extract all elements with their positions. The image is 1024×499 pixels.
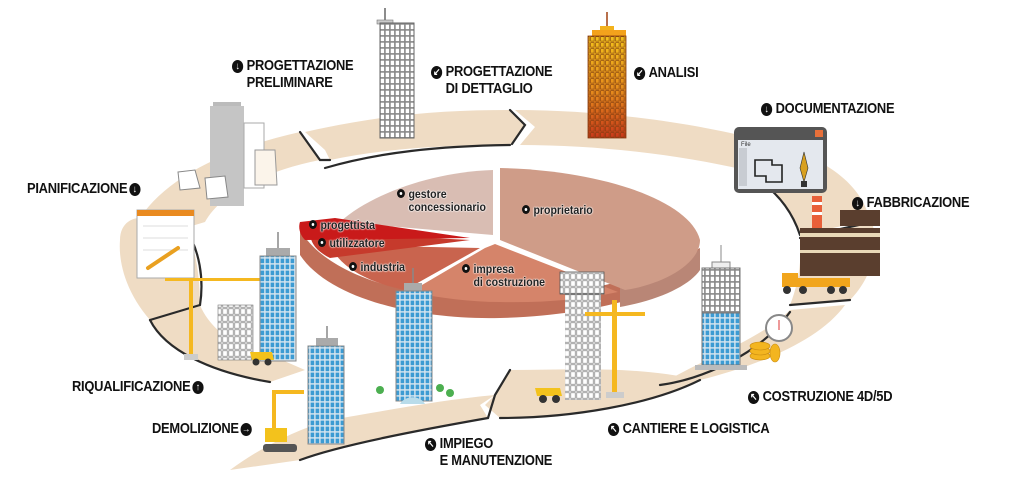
stage-label-pianificazione: PIANIFICAZIONE↓ [27,180,141,197]
stage-label-line: DEMOLIZIONE [152,420,239,437]
file-menu-label: File [741,142,751,148]
stage-label-documentazione: ↓DOCUMENTAZIONE [761,100,895,117]
ring-segment-progettazione-di-dettaglio [305,110,525,160]
preliminary-massing-illustration [177,102,278,206]
stage-label-line: ANALISI [648,64,699,81]
pie-label-industria: industria [349,261,405,274]
pie-slice-industria [330,245,480,290]
bullet-icon [309,220,317,229]
bullet-icon [397,189,405,198]
analysis-tower-illustration [587,12,627,139]
arrow-up-left-circle-icon: ↖ [608,423,620,436]
documentation-window-illustration: File [734,127,827,193]
bullet-icon [522,205,530,214]
demolition-tower-illustration [307,326,345,445]
pie-label-line: concessionario [408,200,486,214]
arrow-up-left-circle-icon: ↖ [425,438,437,451]
arrow-down-circle-icon: ↓ [761,103,773,116]
stage-label-demolizione: DEMOLIZIONE→ [152,420,252,437]
stage-label-line: CANTIERE E LOGISTICA [622,420,770,437]
bullet-icon [462,264,470,273]
stage-label-line: COSTRUZIONE 4D/5D [762,388,893,405]
stage-label-progettazione-preliminare: ↓PROGETTAZIONE PRELIMINARE [232,57,354,91]
stage-label-fabbricazione: ↓FABBRICAZIONE [852,194,970,211]
stage-label-line: E MANUTENZIONE [439,452,553,469]
stage-label-line: PROGETTAZIONE [445,63,553,80]
ring-segment-analisi [515,110,760,170]
excavator-illustration [263,390,304,452]
arrow-up-left-circle-icon: ↖ [748,391,760,404]
pie-label-line: impresa [473,262,514,276]
renovated-tower-illustration [259,232,297,362]
pie-label-line: progettista [320,218,376,232]
stage-label-line: PROGETTAZIONE [246,57,354,74]
stage-label-line: DOCUMENTAZIONE [775,100,895,117]
factory-illustration [800,196,880,276]
stage-label-line: RIQUALIFICAZIONE [72,378,191,395]
stage-label-riqualificazione: RIQUALIFICAZIONE↑ [72,378,204,395]
pie-label-proprietario: proprietario [522,204,593,217]
renovation-crane-illustration [165,278,260,361]
pie-slice-gestore-concessionario [340,170,493,235]
pie-label-line: gestore [408,187,447,201]
site-crane-illustration [559,271,645,400]
stage-label-analisi: ↙ANALISI [634,64,699,81]
pie-label-gestore-concessionario: gestore concessionario [397,188,486,214]
arrow-down-left-circle-icon: ↙ [634,67,646,80]
stage-label-progettazione-di-dettaglio: ↙PROGETTAZIONE DI DETTAGLIO [431,63,553,97]
arrow-down-circle-icon: ↓ [232,60,244,73]
arrow-down-circle-icon: ↓ [852,197,864,210]
pie-label-line: di costruzione [473,275,546,289]
bullet-icon [349,262,357,271]
pie-label-line: proprietario [533,203,593,217]
pie-slice-progettista [299,218,470,240]
pie-slice-proprietario [500,168,700,290]
pie-label-utilizzatore: utilizzatore [318,237,385,250]
pie-label-line: utilizzatore [329,236,385,250]
coins-icon [749,341,781,363]
stage-label-cantiere-e-logistica: ↖CANTIERE E LOGISTICA [608,420,770,437]
stage-label-line: DI DETTAGLIO [445,80,533,97]
stage-label-line: PIANIFICAZIONE [27,180,128,197]
arrow-down-circle-icon: ↓ [129,183,141,196]
stage-label-costruzione-4d-5d: ↖COSTRUZIONE 4D/5D [748,388,893,405]
construction-4d-tower-illustration [695,245,747,370]
stage-label-line: IMPIEGO [439,435,494,452]
ring-segment-impiego [230,395,495,470]
arrow-down-left-circle-icon: ↙ [431,66,443,79]
stage-label-line: PRELIMINARE [246,74,333,91]
arrow-up-circle-icon: ↑ [192,381,204,394]
stopwatch-icon [765,314,793,342]
detailed-design-tower-illustration [376,8,415,139]
stage-label-line: FABBRICAZIONE [866,194,970,211]
pie-label-line: industria [360,260,406,274]
bullet-icon [318,238,326,247]
operations-tower-illustration [376,268,454,404]
stage-label-impiego-e-manutenzione: ↖IMPIEGO E MANUTENZIONE [425,435,552,469]
truck-illustration [782,273,850,294]
notepad-pencil-icon [136,209,195,279]
dump-truck-illustration [535,388,562,403]
arrow-right-circle-icon: → [240,423,252,436]
pie-label-impresa-di-costruzione: impresa di costruzione [462,263,545,289]
loader-truck-illustration [250,352,274,366]
pie-label-progettista: progettista [309,219,375,232]
